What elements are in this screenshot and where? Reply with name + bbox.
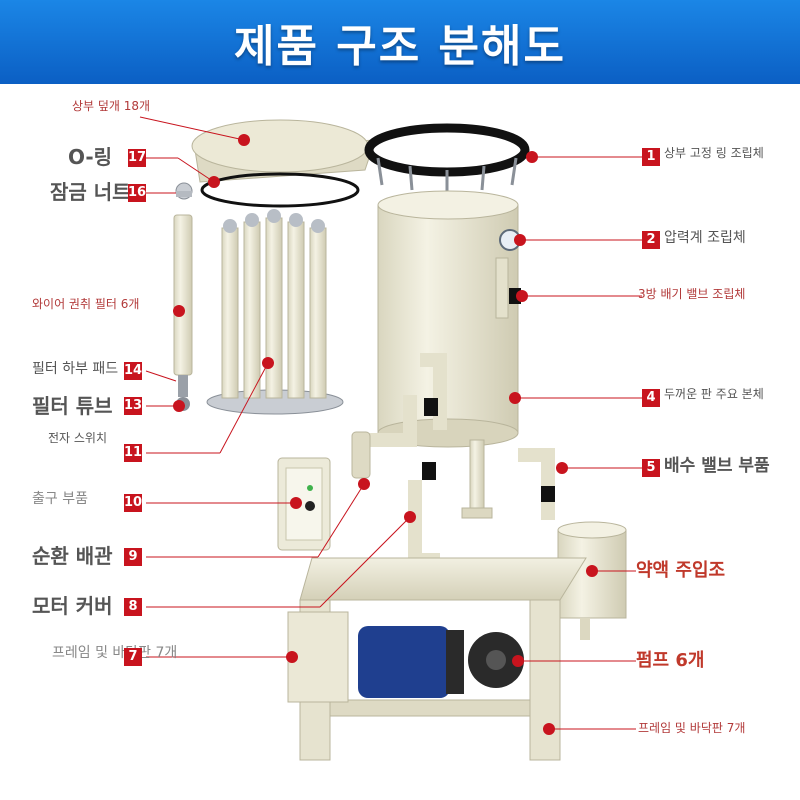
callout-number-4: 4 (642, 389, 660, 407)
callout-number-9: 8 (124, 598, 142, 616)
page-title: 제품 구조 분해도 (234, 21, 566, 72)
callout-label-14: 필터 하부 패드 (32, 361, 119, 377)
callout-label-8: 프레임 및 바닥판 7개 (52, 645, 178, 661)
callout-number-2: 2 (642, 231, 660, 249)
callout-number-17: 17 (128, 149, 147, 167)
callout-number-11: 10 (124, 494, 143, 512)
callout-number-10: 9 (124, 548, 142, 566)
pump (358, 626, 524, 698)
electronic-switch (277, 457, 331, 551)
leader-dots (173, 134, 598, 735)
callout-label-18: 상부 덮개 18개 (72, 99, 151, 113)
callout-number-8: 7 (124, 648, 142, 666)
callout-label-4: 두꺼운 판 주요 본체 (664, 387, 764, 401)
callout-label-13: 필터 튜브 (32, 394, 113, 418)
callout-label-10: 순환 배관 (32, 544, 113, 568)
callout-number-13: 13 (124, 397, 143, 415)
callout-label-3: 3방 배기 밸브 조립체 (638, 287, 746, 301)
callout-label-11: 출구 부품 (32, 491, 88, 507)
callout-label-17: O-링 (68, 145, 113, 169)
callout-label-dosing-tank: 약액 주입조 (636, 560, 726, 581)
callout-label-15: 와이어 권취 필터 6개 (32, 297, 140, 311)
lock-nut (175, 182, 193, 200)
top-clamp-ring (364, 123, 530, 192)
top-cover (191, 119, 376, 183)
callout-number-16: 16 (128, 184, 147, 202)
drain-valve (518, 448, 555, 520)
callout-label-2: 압력계 조립체 (664, 230, 746, 246)
leader-lines (139, 116, 642, 730)
o-ring (200, 172, 360, 208)
callout-number-14: 14 (124, 362, 143, 380)
callout-label-frame: 프레임 및 바닥판 7개 (638, 721, 746, 735)
callout-label-5: 배수 밸브 부품 (664, 456, 770, 476)
callout-label-1: 상부 고정 링 조립체 (664, 146, 764, 160)
callout-number-5: 5 (642, 459, 660, 477)
main-body (377, 190, 519, 519)
filter-media-assembly (206, 209, 344, 415)
callout-number-12: 11 (124, 444, 143, 462)
callout-label-16: 잠금 너트 (50, 180, 131, 204)
callout-number-1: 1 (642, 148, 660, 166)
callout-label-9: 모터 커버 (32, 594, 113, 618)
callout-label-pump: 펌프 6개 (636, 650, 705, 671)
callout-label-12: 전자 스위치 (48, 431, 108, 445)
title-banner: 제품 구조 분해도 (0, 0, 800, 84)
